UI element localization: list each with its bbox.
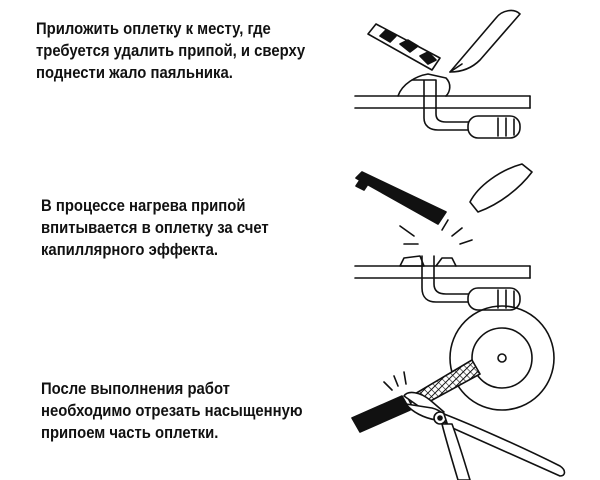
- soldering-iron-tip: [469, 163, 533, 213]
- step-3-illustration: [351, 305, 566, 480]
- step-1-illustration: [354, 9, 531, 139]
- cut-indicator-lines: [383, 371, 407, 391]
- pcb-board: [354, 95, 531, 109]
- heat-lines: [399, 219, 473, 245]
- desoldering-braid: [355, 171, 447, 225]
- component-lead: [411, 79, 471, 131]
- solder-pad: [399, 255, 457, 267]
- side-cutters: [403, 391, 566, 480]
- soldering-iron-tip: [449, 9, 521, 73]
- solder-soaked-braid-end: [351, 395, 411, 433]
- solder-joint: [397, 73, 451, 97]
- step-2-illustration: [354, 163, 533, 311]
- component-body: [467, 115, 521, 139]
- desoldering-braid: [367, 23, 441, 71]
- step-2-caption: В процессе нагрева припой впитывается в …: [41, 197, 269, 259]
- component-lead: [421, 255, 471, 303]
- step-1-caption: Приложить оплетку к месту, где требуется…: [36, 20, 306, 82]
- step-3-caption: После выполнения работ необходимо отреза…: [41, 380, 303, 442]
- component-body: [467, 287, 521, 311]
- braid-spool: [449, 305, 555, 411]
- pcb-board: [354, 265, 531, 279]
